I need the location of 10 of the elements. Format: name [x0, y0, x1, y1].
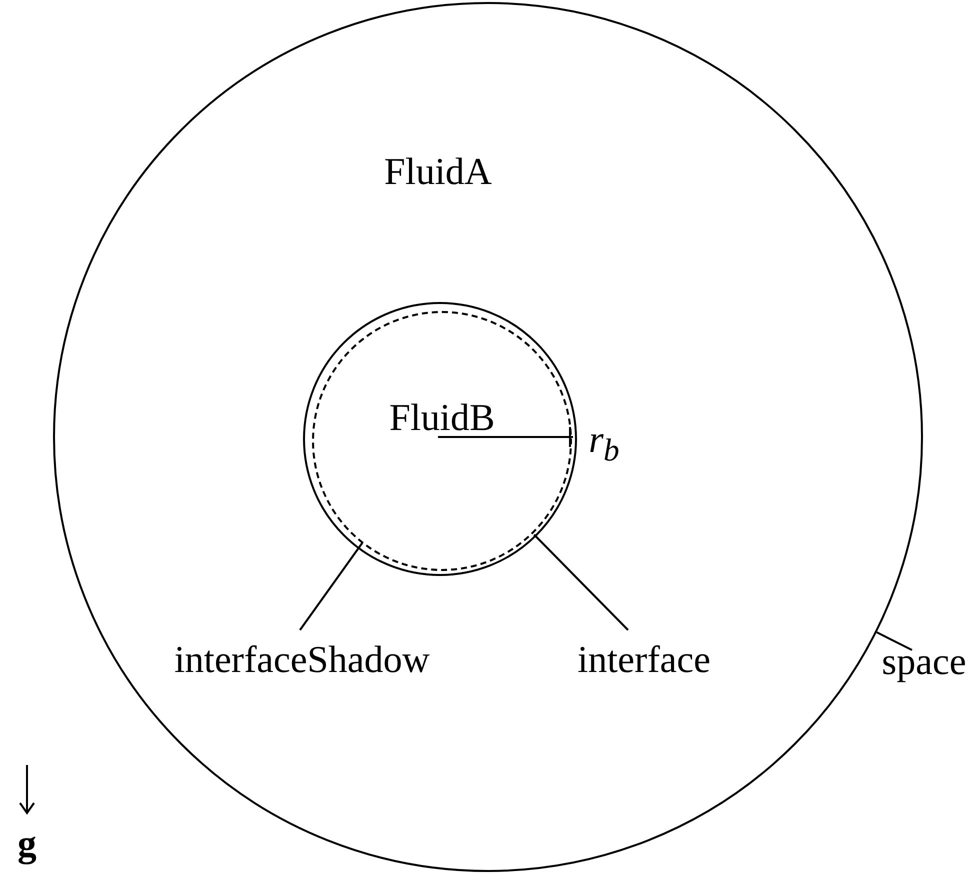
radius-label: r$_{b}$ — [588, 418, 620, 470]
gravity-label: g — [18, 822, 36, 866]
part-label: interface — [578, 638, 710, 682]
leader-line — [299, 542, 364, 631]
leader-line — [876, 631, 912, 651]
part-label: space — [882, 640, 966, 684]
region-label: FluidA — [384, 150, 492, 194]
part-label: interfaceShadow — [174, 638, 430, 682]
leader-line — [533, 534, 629, 631]
region-label: FluidB — [389, 396, 495, 440]
